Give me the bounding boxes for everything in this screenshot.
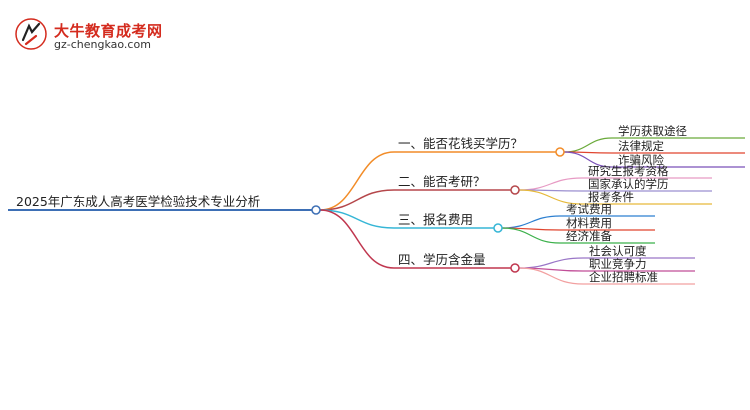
edge-branch-4-child-3 [518, 267, 584, 285]
mind-map-edges [319, 137, 613, 285]
root-node-dot [311, 205, 321, 215]
edge-branch-3-child-1 [501, 215, 561, 229]
child-label-4-2: 职业竞争力 [589, 257, 647, 271]
edge-branch-3-child-3 [501, 227, 561, 244]
logo-mark-icon [15, 18, 47, 50]
branch-label-3: 三、报名费用 [398, 212, 473, 227]
edge-root-branch-4 [319, 209, 395, 269]
child-label-4-1: 社会认可度 [589, 244, 647, 258]
child-label-3-3: 经济准备 [566, 229, 612, 243]
root-label: 2025年广东成人高考医学检验技术专业分析 [16, 194, 260, 209]
edge-root-branch-1 [319, 151, 395, 211]
child-label-3-1: 考试费用 [566, 202, 612, 216]
logo-url: gz-chengkao.com [54, 38, 151, 51]
branch-node-dot-1 [555, 147, 565, 157]
branch-node-dot-2 [510, 185, 520, 195]
edge-branch-1-child-1 [563, 137, 613, 153]
child-label-1-2: 法律规定 [618, 139, 664, 153]
edge-branch-4-child-1 [518, 257, 584, 269]
edge-root-branch-3 [319, 209, 395, 229]
edge-branch-2-child-1 [518, 177, 583, 191]
branch-label-2: 二、能否考研？ [398, 174, 486, 189]
child-label-2-3: 报考条件 [588, 190, 634, 204]
child-label-4-3: 企业招聘标准 [589, 270, 658, 284]
child-label-2-1: 研究生报考资格 [588, 164, 669, 178]
branch-label-4: 四、学历含金量 [398, 252, 486, 267]
child-label-2-2: 国家承认的学历 [588, 177, 669, 191]
logo: 大牛教育成考网 gz-chengkao.com [14, 16, 164, 56]
mind-map-nodes: 2025年广东成人高考医学检验技术专业分析 一、能否花钱买学历？ 学历获取途径法律规… [8, 124, 745, 285]
child-label-1-3: 诈骗风险 [618, 153, 664, 167]
edge-branch-1-child-3 [563, 151, 613, 168]
edge-branch-2-child-3 [518, 189, 583, 205]
logo-title: 大牛教育成考网 [54, 22, 163, 40]
branch-label-1: 一、能否花钱买学历？ [398, 136, 523, 151]
child-label-3-2: 材料费用 [566, 216, 612, 230]
child-label-1-1: 学历获取途径 [618, 124, 687, 138]
branch-node-dot-3 [493, 223, 503, 233]
edge-root-branch-2 [319, 189, 395, 211]
branch-node-dot-4 [510, 263, 520, 273]
